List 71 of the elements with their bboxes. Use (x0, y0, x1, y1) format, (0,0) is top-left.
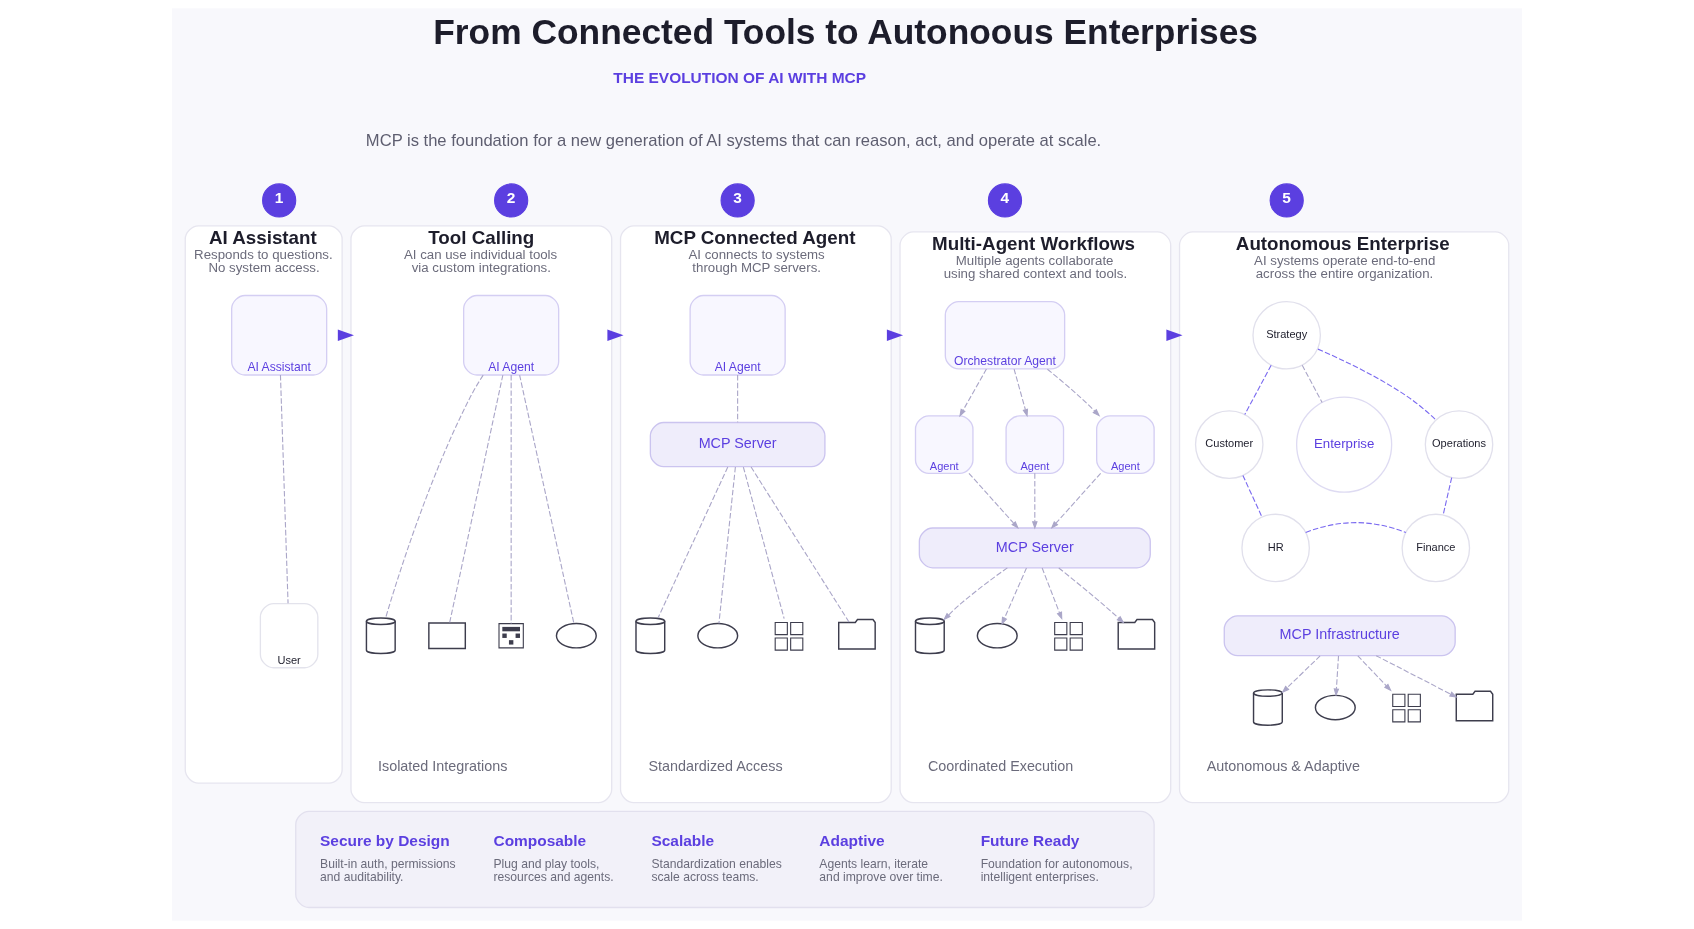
node-box: User (259, 603, 319, 669)
node-box: AI Agent (689, 294, 786, 376)
node-text: Composable Plug and play tools, resources and agents. (493, 832, 614, 885)
connector (1305, 522, 1407, 534)
node-box: Agent (1096, 415, 1155, 474)
arrow (337, 329, 354, 341)
node-circle: Enterprise (1295, 396, 1393, 493)
node-circle: Customer (1194, 410, 1264, 479)
connector (1442, 477, 1453, 516)
node-circle: 5 (1269, 183, 1304, 218)
node-circle: Operations (1424, 410, 1494, 479)
node-text: Scalable Standardization enables scale across teams. (651, 832, 782, 885)
arrow (1001, 567, 1027, 626)
node-box: Agent (1005, 415, 1065, 474)
connector (510, 374, 512, 624)
node-box: Agent (914, 415, 974, 474)
connector (279, 374, 289, 604)
connector (1242, 474, 1263, 518)
arrow (1050, 472, 1102, 530)
connector (657, 466, 729, 619)
node-circle: 4 (987, 183, 1023, 218)
connector (1301, 364, 1323, 403)
arrow (1281, 655, 1321, 694)
node-circle: 3 (720, 183, 755, 218)
node-box: MCP Infrastructure (1223, 615, 1456, 657)
node-circle: Finance (1401, 513, 1471, 583)
connector (742, 466, 785, 620)
node-circle: 1 (262, 183, 297, 218)
node-folder (1117, 618, 1156, 650)
node-text: Adaptive Agents learn, iterate and improve over time. (819, 832, 943, 885)
arrow (1333, 655, 1340, 697)
arrow (1058, 567, 1125, 624)
connector (519, 374, 575, 624)
node-folder (1455, 690, 1494, 722)
node-box: MCP Server (918, 527, 1151, 569)
node-box: Orchestrator Agent (944, 300, 1066, 370)
node-circle: Strategy (1252, 300, 1322, 370)
connector (737, 374, 739, 423)
arrow (1013, 368, 1029, 418)
connector (449, 374, 504, 624)
node-box: AI Assistant (231, 294, 328, 376)
cluster (295, 810, 1155, 909)
arrow (886, 329, 904, 341)
node-box: AI Agent (463, 294, 560, 376)
node-circle: 2 (494, 183, 529, 218)
arrow (1046, 368, 1101, 417)
label: MCP is the foundation for a new generation of AI systems that can reason, act, and operate at scale. (365, 130, 1102, 150)
arrow (1041, 567, 1063, 621)
node-text: Future Ready Foundation for autonomous, intelligent enterprises. (980, 832, 1133, 885)
node-text: Secure by Design Built-in auth, permissions and auditability. (320, 832, 456, 885)
node-circle: HR (1241, 513, 1310, 583)
arrow (968, 472, 1019, 530)
diagram-title: From Connected Tools to Autonoous Enterprises (433, 12, 1258, 52)
node-envelope (428, 622, 467, 650)
connector (1244, 364, 1272, 416)
arrow (959, 368, 987, 418)
connector (385, 374, 484, 619)
node-box: MCP Server (649, 421, 826, 468)
arrow (1357, 655, 1392, 692)
node-cloud (697, 622, 739, 649)
node-cloud (976, 622, 1018, 649)
node-folder (838, 618, 876, 650)
node-cloud (555, 622, 597, 649)
arrow (1375, 655, 1458, 698)
connector (750, 466, 850, 623)
arrow (1031, 472, 1038, 530)
label: THE EVOLUTION OF AI WITH MCP (613, 69, 867, 87)
connector (1317, 348, 1437, 421)
connector (718, 466, 736, 624)
node-cloud (1314, 694, 1356, 721)
arrow (943, 567, 1008, 621)
